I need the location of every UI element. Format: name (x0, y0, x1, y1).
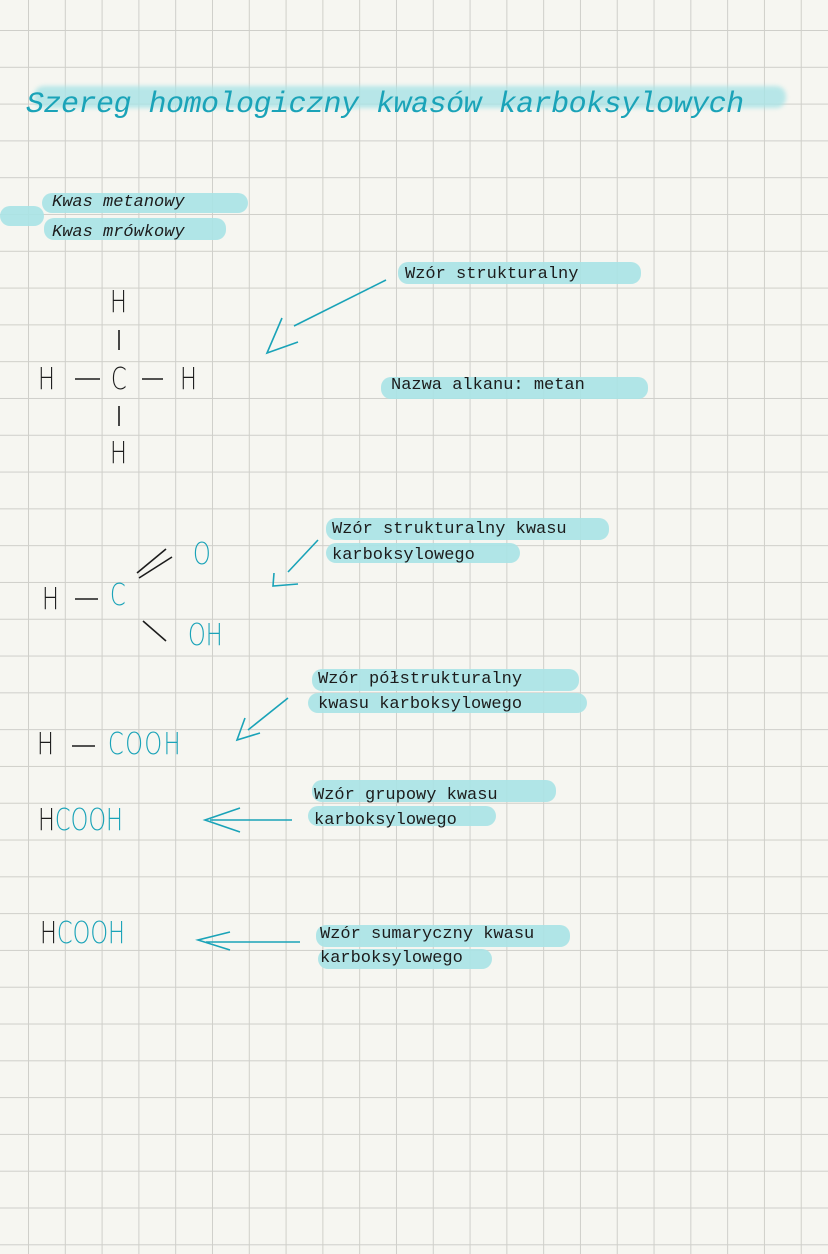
label-group-2: karboksylowego (314, 811, 457, 830)
acid-c: C (110, 578, 126, 613)
page-title: Szereg homologiczny kwasów karboksylowyc… (26, 88, 744, 122)
semi-h: H (37, 727, 54, 762)
sum-formula: HCOOH (40, 916, 125, 951)
double-bond-1 (136, 548, 167, 574)
methane-h-right: H (180, 362, 197, 397)
acid-common-name: Kwas mrówkowy (52, 223, 185, 242)
double-bond-2 (138, 556, 173, 579)
group-formula: HCOOH (38, 803, 123, 838)
arrow-icon (272, 539, 319, 587)
label-group-1: Wzór grupowy kwasu (314, 786, 498, 805)
methane-h-top: H (110, 285, 127, 320)
label-semi-1: Wzór półstrukturalny (318, 670, 523, 689)
acid-oh: OH (188, 618, 223, 653)
label-sum-1: Wzór sumaryczny kwasu (320, 925, 535, 944)
label-alkane-name: Nazwa alkanu: metan (391, 376, 585, 395)
arrow-icon (265, 279, 387, 355)
methane-h-left: H (38, 362, 55, 397)
arrow-icon (202, 807, 292, 833)
acid-o: O (193, 537, 211, 572)
methane-h-bottom: H (110, 436, 127, 471)
label-structural: Wzór strukturalny (405, 265, 579, 284)
single-bond-oh (142, 620, 167, 642)
label-acid-structural-1: Wzór strukturalny kwasu (332, 520, 567, 539)
group-cooh: COOH (54, 803, 123, 838)
arrow-icon (235, 697, 289, 742)
sum-h: H (40, 916, 57, 951)
methane-c: C (111, 362, 127, 397)
arrow-icon (195, 931, 300, 951)
group-h: H (38, 803, 55, 838)
label-sum-2: karboksylowego (320, 949, 463, 968)
label-semi-2: kwasu karboksylowego (318, 695, 523, 714)
sum-cooh: COOH (56, 916, 125, 951)
acid-h: H (42, 582, 59, 617)
acid-systematic-name: Kwas metanowy (52, 193, 185, 212)
label-acid-structural-2: karboksylowego (332, 546, 475, 565)
title-highlight (34, 86, 786, 108)
semi-group: COOH (108, 727, 183, 762)
